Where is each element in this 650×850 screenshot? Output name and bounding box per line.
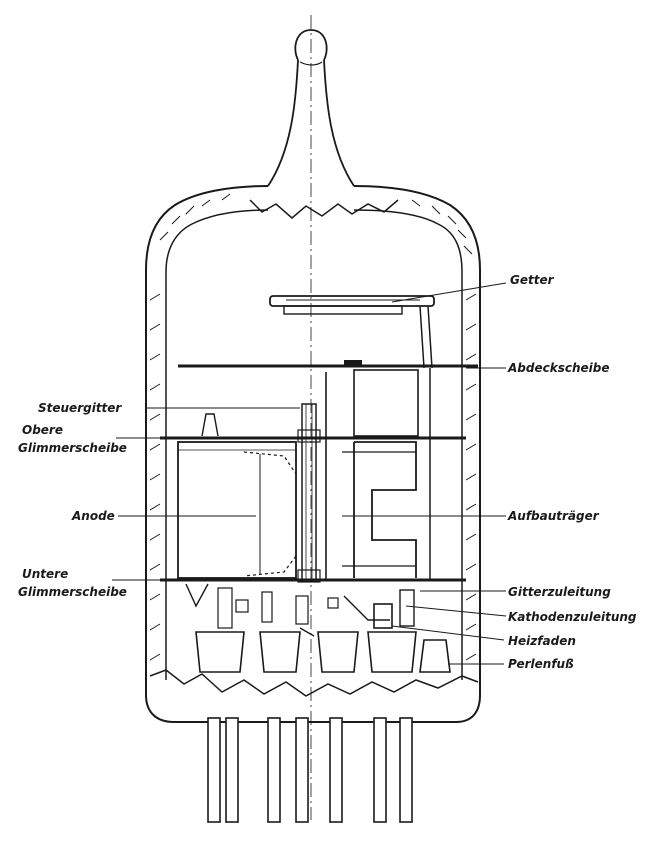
press-assembly [185,583,415,637]
tube-pins [207,717,413,823]
label-anode: Anode [71,509,115,523]
label-obere-line2: Glimmerscheibe [18,441,127,455]
getter [269,295,435,369]
cover-disc [178,360,478,368]
bottom-break-line [149,669,479,697]
label-obere-line1: Obere [22,423,63,437]
glass-envelope-inner [165,209,463,680]
label-aufbautraeger: Aufbauträger [507,509,600,523]
glass-envelope-outer [145,185,481,723]
mica-spacer [201,413,219,437]
label-perlenfuss: Perlenfuß [508,657,574,671]
leader-lines [112,282,507,665]
anode-plate [177,441,297,579]
label-gitterzuleitung: Gitterzuleitung [508,585,611,599]
label-getter: Getter [510,273,555,287]
label-abdeckscheibe: Abdeckscheibe [507,361,609,375]
support-frame [342,368,431,580]
pin-bases [195,631,451,673]
label-steuergitter: Steuergitter [38,401,122,415]
label-untere-line1: Untere [22,567,68,581]
top-break-line [249,199,399,219]
label-untere-line2: Glimmerscheibe [18,585,127,599]
control-grid-rod [297,403,321,583]
label-heizfaden: Heizfaden [508,634,576,648]
exhaust-tip [267,29,355,187]
glass-hatching [149,193,477,661]
label-kathodenzuleitung: Kathodenzuleitung [508,610,637,624]
